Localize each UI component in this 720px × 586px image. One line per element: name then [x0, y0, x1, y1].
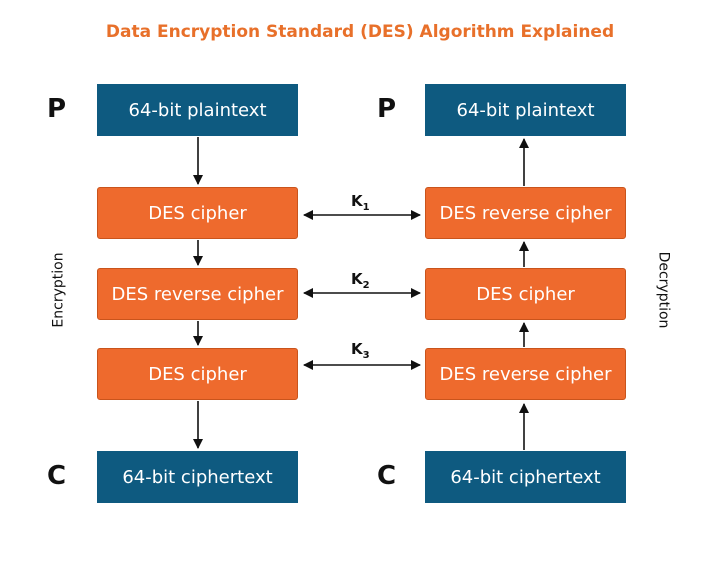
encryption-plaintext-box: 64-bit plaintext: [97, 84, 298, 136]
decryption-des-cipher-box: DES cipher: [425, 268, 626, 320]
encryption-ciphertext-box: 64-bit ciphertext: [97, 451, 298, 503]
decryption-des-reverse-cipher-box-1: DES reverse cipher: [425, 187, 626, 239]
decryption-ciphertext-box: 64-bit ciphertext: [425, 451, 626, 503]
ciphertext-letter-right: C: [377, 461, 397, 491]
key-2-label: K2: [351, 270, 370, 291]
encryption-des-cipher-box-2: DES cipher: [97, 348, 298, 400]
ciphertext-letter-left: C: [47, 461, 67, 491]
encryption-des-cipher-box-1: DES cipher: [97, 187, 298, 239]
plaintext-letter-right: P: [377, 94, 397, 124]
decryption-des-reverse-cipher-box-2: DES reverse cipher: [425, 348, 626, 400]
key-3-label: K3: [351, 340, 370, 361]
encryption-des-reverse-cipher-box: DES reverse cipher: [97, 268, 298, 320]
decryption-plaintext-box: 64-bit plaintext: [425, 84, 626, 136]
diagram-title: Data Encryption Standard (DES) Algorithm…: [105, 22, 615, 42]
plaintext-letter-left: P: [47, 94, 67, 124]
key-1-label: K1: [351, 192, 370, 213]
